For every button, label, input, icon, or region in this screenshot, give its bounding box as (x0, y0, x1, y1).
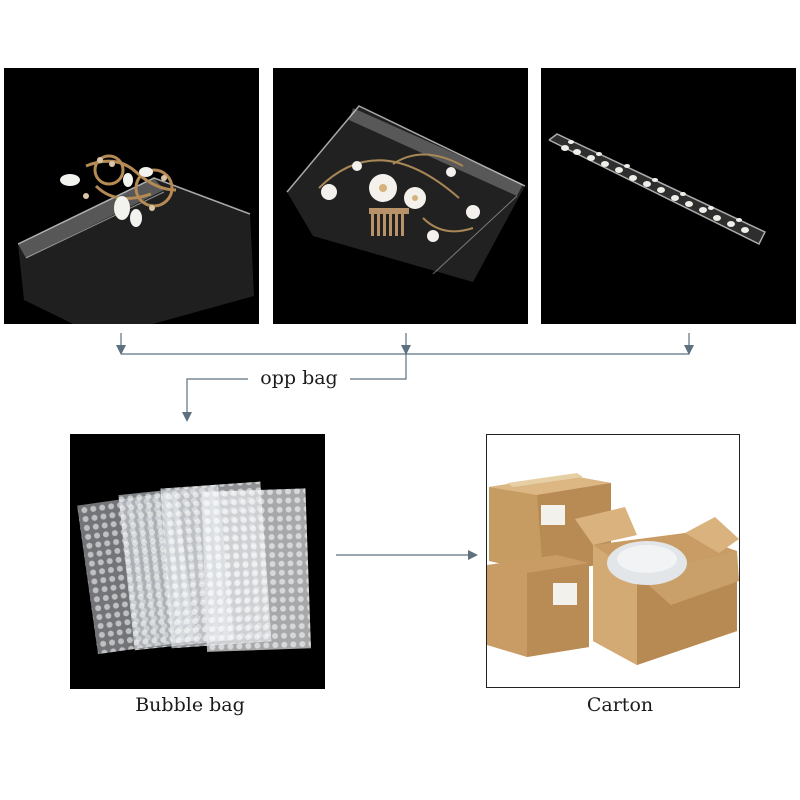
join-to-label-line (350, 354, 407, 380)
hair-comb-opp-bag-photo (273, 68, 528, 324)
arrow-to-bubble-bag (182, 378, 248, 422)
bridal-sash-opp-bag-photo (541, 68, 796, 324)
bubble-bag-label: Bubble bag (135, 694, 245, 716)
bubble-bag-photo (70, 434, 325, 689)
carton-label: Carton (586, 694, 654, 716)
opp-bag-label: opp bag (252, 367, 346, 389)
carton-photo (486, 434, 740, 688)
earrings-opp-bag-photo (4, 68, 259, 324)
